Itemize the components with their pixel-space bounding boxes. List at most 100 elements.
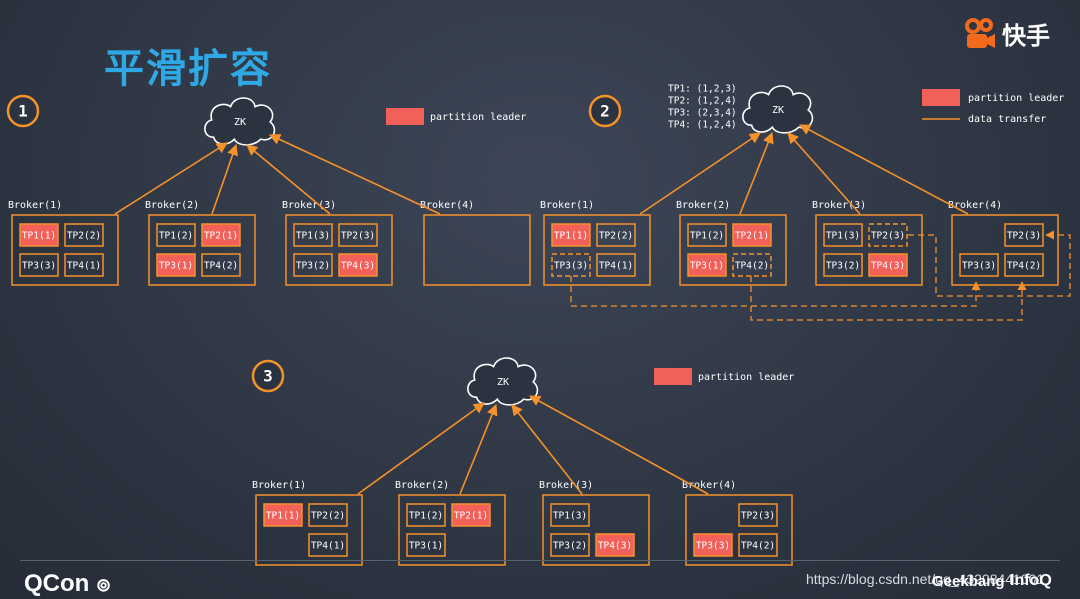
broker-1-1-box [11,214,119,286]
partition-2-2-2 [732,223,772,247]
legend-leader-swatch-1 [386,108,424,125]
step-2-badge [588,94,622,128]
zk-arrow-1-1 [114,142,228,215]
broker-2-4-box [951,214,1059,286]
broker-3-2-label: Broker(2) [395,480,449,491]
broker-3-2-box [398,494,506,566]
kuaishou-logo: 快手 [964,16,1050,51]
partition-1-2-1 [156,223,196,247]
partition-1-3-4 [338,253,378,277]
step-1-badge [6,94,40,128]
broker-3-4-label: Broker(4) [682,480,736,491]
zk-cloud-3 [467,357,539,406]
partition-2-4-1-label: TP2(3) [1007,231,1041,242]
partition-1-1-4 [64,253,104,277]
partition-3-3-2-label: TP3(2) [553,541,587,552]
zk-label-2: ZK [772,105,784,116]
partition-3-2-1 [406,503,446,527]
broker-3-3-label: Broker(3) [539,480,593,491]
legend-leader-text-3: partition leader [698,372,794,383]
partition-1-2-2-label: TP2(1) [204,231,238,242]
partition-2-1-3 [551,253,591,277]
partition-1-1-2 [64,223,104,247]
broker-2-3-label: Broker(3) [812,200,866,211]
broker-3-1-label: Broker(1) [252,480,306,491]
broker-2-3-box [815,214,923,286]
broker-2-1-box [543,214,651,286]
partition-1-1-3-label: TP3(3) [22,261,56,272]
partition-3-4-2-label: TP3(3) [696,541,730,552]
zk-arrow-1-2 [211,143,238,215]
zk-cloud-2 [742,85,814,134]
zk-arrow-1-4 [268,134,441,215]
partition-2-4-1 [1004,223,1044,247]
partition-1-2-3-label: TP3(1) [159,261,193,272]
step-1-badge-number: 1 [18,102,28,121]
partition-1-2-1-label: TP1(2) [159,231,193,242]
partition-1-2-2 [201,223,241,247]
assignment-line-3: TP3: (2,3,4) [668,108,737,119]
zk-arrow-2-3 [787,132,861,215]
partition-1-1-1 [19,223,59,247]
infoq-logo: InfoQ [1010,572,1052,589]
partition-2-1-1-label: TP1(1) [554,231,588,242]
partition-1-1-2-label: TP2(2) [67,231,101,242]
broker-1-3-label: Broker(3) [282,200,336,211]
partition-2-3-3-label: TP3(2) [826,261,860,272]
partition-2-1-2 [596,223,636,247]
broker-1-4-box [423,214,531,286]
partition-3-1-2-label: TP2(2) [311,511,345,522]
zk-label-1: ZK [234,117,246,128]
partition-1-1-3 [19,253,59,277]
zk-arrow-3-2 [459,403,498,495]
partition-1-1-4-label: TP4(1) [67,261,101,272]
zk-arrow-3-1 [357,402,485,495]
partition-3-3-1 [550,503,590,527]
assignment-line-4: TP4: (1,2,4) [668,120,737,131]
partition-3-2-1-label: TP1(2) [409,511,443,522]
geekbang-logo: Geekbang [932,573,1005,590]
partition-1-1-1-label: TP1(1) [22,231,56,242]
partition-1-3-1 [293,223,333,247]
partition-1-2-4 [201,253,241,277]
zk-arrow-2-2 [739,131,774,215]
zk-label-3: ZK [497,377,509,388]
legend-leader-text-2: partition leader [968,93,1064,104]
partition-2-1-4-label: TP4(1) [599,261,633,272]
assignment-line-1: TP1: (1,2,3) [668,84,737,95]
partition-2-2-1-label: TP1(2) [690,231,724,242]
qcon-logo: QCon ⊚ [24,570,111,598]
logo-text: 快手 [1002,22,1050,50]
partition-2-1-4 [596,253,636,277]
slide-title: 平滑扩容 [104,46,272,92]
partition-1-3-4-label: TP4(3) [341,261,375,272]
broker-3-3-box [542,494,650,566]
partition-1-3-2 [338,223,378,247]
legend-leader-swatch-2 [922,89,960,106]
step-2-badge-number: 2 [600,102,610,121]
footer-divider [20,560,1060,561]
partition-2-3-2 [868,223,908,247]
partition-3-2-3 [406,533,446,557]
partition-1-3-1-label: TP1(3) [296,231,330,242]
partition-2-2-1 [687,223,727,247]
step-3-badge [251,359,285,393]
broker-2-4-label: Broker(4) [948,200,1002,211]
partition-2-2-4-label: TP4(2) [735,261,769,272]
partition-1-3-3-label: TP3(2) [296,261,330,272]
partition-3-1-3-label: TP4(1) [311,541,345,552]
step-3-badge-number: 3 [263,367,273,386]
partition-3-3-1-label: TP1(3) [553,511,587,522]
broker-1-2-label: Broker(2) [145,200,199,211]
partition-3-1-1 [263,503,303,527]
zk-arrow-2-1 [639,132,761,215]
partition-3-3-3-label: TP4(3) [598,541,632,552]
qcon-text: QCon [24,570,90,597]
zk-arrow-3-3 [511,404,583,495]
broker-2-2-box [679,214,787,286]
partition-3-4-3 [738,533,778,557]
broker-3-4-box [685,494,793,566]
partition-2-4-3 [1004,253,1044,277]
partition-3-1-1-label: TP1(1) [266,511,300,522]
